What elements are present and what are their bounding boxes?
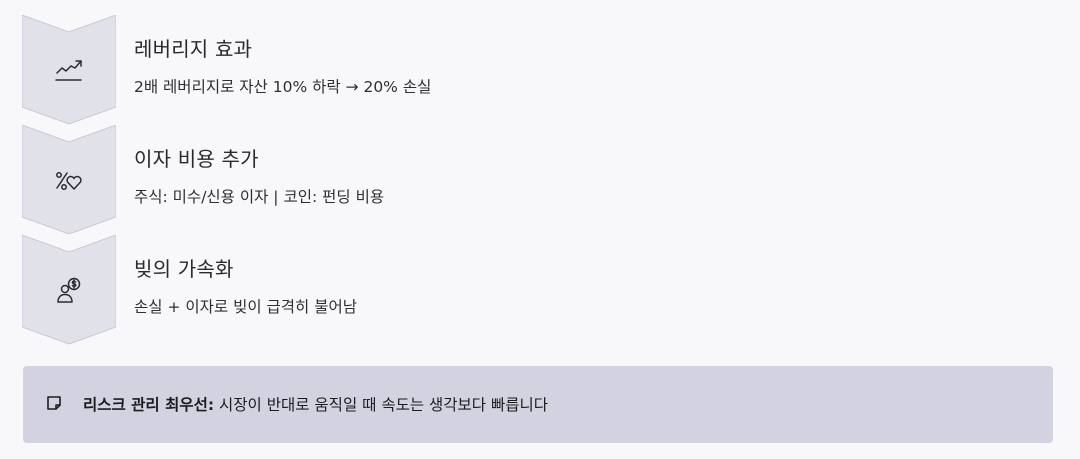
step-description: 2배 레버리지로 자산 10% 하락 → 20% 손실 [134, 78, 432, 96]
step-leverage: 레버리지 효과 2배 레버리지로 자산 10% 하락 → 20% 손실 [22, 15, 1062, 125]
step-description: 손실 + 이자로 빚이 급격히 불어남 [134, 298, 358, 316]
heart-percent-icon [53, 165, 85, 197]
chevron-shape [22, 235, 116, 346]
step-description: 주식: 미수/신용 이자 | 코인: 펀딩 비용 [134, 188, 385, 206]
risk-note-text: 리스크 관리 최우선: 시장이 반대로 움직일 때 속도는 생각보다 빠릅니다 [83, 393, 548, 415]
step-title: 빚의 가속화 [134, 257, 234, 281]
step-title: 이자 비용 추가 [134, 147, 259, 171]
note-icon [45, 394, 63, 412]
user-dollar-icon [53, 275, 85, 307]
step-title: 레버리지 효과 [134, 37, 253, 61]
chevron-shape [22, 15, 116, 126]
step-interest: 이자 비용 추가 주식: 미수/신용 이자 | 코인: 펀딩 비용 [22, 125, 1062, 235]
trend-up-icon [53, 55, 85, 87]
chevron-shape [22, 125, 116, 236]
risk-note-label: 리스크 관리 최우선: [83, 396, 215, 414]
risk-note-box: 리스크 관리 최우선: 시장이 반대로 움직일 때 속도는 생각보다 빠릅니다 [23, 366, 1053, 443]
step-debt: 빚의 가속화 손실 + 이자로 빚이 급격히 불어남 [22, 235, 1062, 345]
risk-note-body: 시장이 반대로 움직일 때 속도는 생각보다 빠릅니다 [214, 396, 549, 414]
